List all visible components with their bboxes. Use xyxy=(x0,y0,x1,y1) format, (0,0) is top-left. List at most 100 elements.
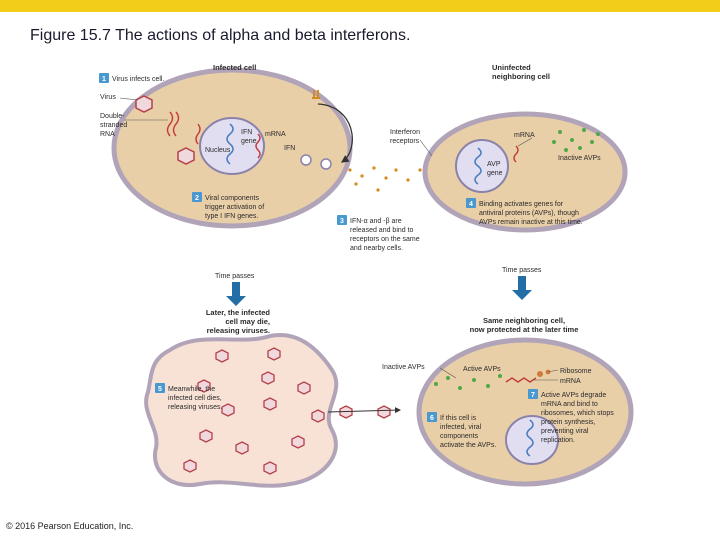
dsrna-strands-2 xyxy=(195,123,201,145)
step-text-line: antiviral proteins (AVPs), though xyxy=(479,210,579,217)
step-text-line: released and bind to xyxy=(350,227,414,234)
active-avp-molecules xyxy=(434,374,502,390)
ifn-gene-dna xyxy=(226,123,234,165)
step-badge xyxy=(99,73,109,83)
step-text-line: replication. xyxy=(541,437,575,444)
copyright-notice: © 2016 Pearson Education, Inc. xyxy=(6,521,134,531)
dsrna-label-2: stranded xyxy=(100,122,127,129)
step-text-line: Meanwhile, the xyxy=(168,386,215,393)
avp-gene-dna xyxy=(474,147,482,185)
step-text-line: trigger activation of xyxy=(205,204,264,211)
later-label-1: Later, the infected xyxy=(206,308,271,317)
step-badge xyxy=(337,215,347,225)
step-number: 4 xyxy=(469,201,473,208)
nucleus-label: Nucleus xyxy=(205,147,231,154)
step-callout-2: 2 Viral components trigger activation of… xyxy=(192,192,264,220)
virus-particle xyxy=(135,95,195,165)
step-text-line: infected cell dies, xyxy=(168,395,222,402)
step-badge xyxy=(466,198,476,208)
step-text-line: ribosomes, which stops xyxy=(541,410,614,417)
step-badge xyxy=(155,383,165,393)
step-text-line: AVPs remain inactive at this time. xyxy=(479,219,583,226)
step-number: 7 xyxy=(531,392,535,399)
step-callout-1: 1 Virus infects cell. xyxy=(99,73,164,83)
virus-release-arrow xyxy=(327,407,401,414)
same-neighbor-label-1: Same neighboring cell, xyxy=(483,316,565,325)
virus-label: Virus xyxy=(100,94,116,101)
active-avps-label: Active AVPs xyxy=(463,366,501,373)
step-number: 3 xyxy=(340,218,344,225)
inactive-avp-molecules xyxy=(552,128,600,152)
protected-dna xyxy=(526,419,534,457)
step-callout-7: 7 Active AVPs degrade mRNA and bind to r… xyxy=(528,389,614,444)
step-text-line: and nearby cells. xyxy=(350,245,403,252)
step-number: 5 xyxy=(158,386,162,393)
later-label-3: releasing viruses. xyxy=(207,326,270,335)
step-text-line: Active AVPs degrade xyxy=(541,392,606,399)
step-text-line: preventing viral xyxy=(541,428,589,435)
ifn-release-dot xyxy=(300,154,312,166)
step-callout-5: 5 Meanwhile, the infected cell dies, rel… xyxy=(155,383,223,411)
step-text-line: receptors on the same xyxy=(350,236,420,243)
time-passes-right-label: Time passes xyxy=(502,267,542,274)
dsrna-label-1: Double- xyxy=(100,113,125,120)
avp-gene-label-1: AVP xyxy=(487,161,501,168)
step-text-line: releasing viruses. xyxy=(168,404,223,411)
step-text-line: infected, viral xyxy=(440,424,482,431)
mrna-label-bottom: mRNA xyxy=(560,378,581,385)
step-text-line: type I IFN genes. xyxy=(205,213,258,220)
step-text-line: components xyxy=(440,433,479,440)
step-text-line: mRNA and bind to xyxy=(541,401,598,408)
dying-cell xyxy=(144,333,339,488)
degraded-mrna xyxy=(505,377,537,383)
time-arrow-right-head xyxy=(512,290,532,300)
step-text-line: IFN-α and -β are xyxy=(350,218,402,225)
time-passes-left-label: Time passes xyxy=(215,273,255,280)
step-text-line: Binding activates genes for xyxy=(479,201,564,208)
avp-gene-label-2: gene xyxy=(487,170,503,177)
leader-lines xyxy=(119,97,559,381)
inactive-avps-label-top: Inactive AVPs xyxy=(558,155,601,162)
released-virus-particles xyxy=(183,347,391,475)
later-label-2: cell may die, xyxy=(225,317,270,326)
mrna-label-neighbor: mRNA xyxy=(514,132,535,139)
step-callout-4: 4 Binding activates genes for antiviral … xyxy=(466,198,583,226)
protected-cell xyxy=(416,337,634,487)
interferon-receptors-label-2: receptors xyxy=(390,138,420,145)
step-number: 1 xyxy=(102,76,106,83)
ifn-molecules xyxy=(348,166,422,192)
ifn-gene-label-2: gene xyxy=(241,138,257,145)
step-badge xyxy=(192,192,202,202)
step-number: 6 xyxy=(430,415,434,422)
dsrna-label-3: RNA xyxy=(100,131,115,138)
ribosome-label: Ribosome xyxy=(560,368,592,375)
dsrna-strands xyxy=(166,111,180,137)
uninfected-label-2: neighboring cell xyxy=(492,72,550,81)
ifn-release-dot xyxy=(320,158,332,170)
step-badge xyxy=(427,412,437,422)
mrna-label-infected: mRNA xyxy=(265,131,286,138)
step-text-line: activate the AVPs. xyxy=(440,442,496,449)
step-text-line: Viral components xyxy=(205,195,259,202)
interferon-receptors-label-1: Interferon xyxy=(390,129,420,136)
same-neighbor-label-2: now protected at the later time xyxy=(470,325,579,334)
step-badge xyxy=(528,389,538,399)
step-text-line: If this cell is xyxy=(440,415,477,422)
step-number: 2 xyxy=(195,195,199,202)
ifn-receptor xyxy=(312,90,320,99)
neighbor-mrna xyxy=(513,145,519,163)
infected-cell-label: Infected cell xyxy=(213,63,256,72)
time-arrow-left-head xyxy=(226,296,246,306)
top-accent-bar xyxy=(0,0,720,12)
ifn-gene-label-1: IFN xyxy=(241,129,252,136)
ifn-label: IFN xyxy=(284,145,295,152)
step-text-line: Virus infects cell. xyxy=(112,76,164,83)
neighbor-nucleus xyxy=(455,139,509,193)
ifn-feedback-arrow xyxy=(317,103,353,163)
inactive-avps-label-bottom: Inactive AVPs xyxy=(382,364,425,371)
step-callout-3: 3 IFN-α and -β are released and bind to … xyxy=(337,215,420,252)
step-callout-6: 6 If this cell is infected, viral compon… xyxy=(427,412,496,449)
ifn-mrna-strand xyxy=(255,133,261,159)
step-text-line: protein synthesis, xyxy=(541,419,596,426)
